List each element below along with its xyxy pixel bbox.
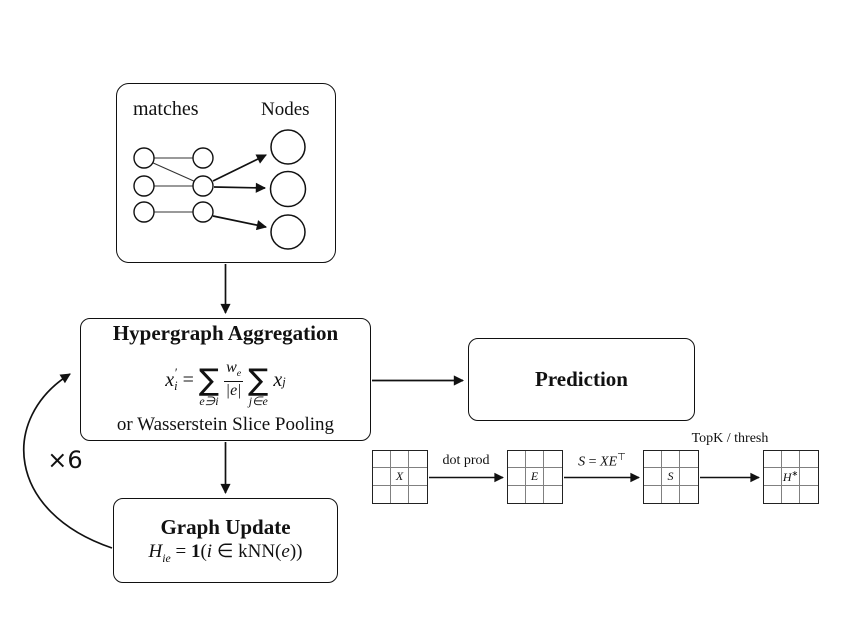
graph-update-content: Graph Update Hie = 1(i ∈ kNN(e)) bbox=[113, 498, 338, 583]
hypergraph-box-content: Hypergraph Aggregation x′i = ∑ e∋i we |e… bbox=[80, 318, 371, 441]
frac-num-var: w bbox=[226, 359, 237, 377]
sum-over-members: ∑ bbox=[248, 363, 269, 399]
hypergraph-title: Hypergraph Aggregation bbox=[112, 321, 339, 345]
prediction-box bbox=[468, 338, 695, 421]
matrix-h-star: H∗ bbox=[763, 450, 819, 504]
graph-update-formula: Hie = 1(i ∈ kNN(e)) bbox=[149, 540, 303, 566]
topk-thresh-label: TopK / thresh bbox=[691, 431, 769, 446]
matrix-h-star-label: H∗ bbox=[782, 468, 799, 484]
gu-open-paren: ( bbox=[200, 541, 207, 563]
h-var: H bbox=[148, 541, 163, 563]
gu-equals: = bbox=[170, 541, 191, 563]
formula-prime: ′ bbox=[174, 366, 177, 381]
s-equals-xe-label: S = XE⊤ bbox=[578, 452, 626, 470]
matrix-s: S bbox=[643, 450, 699, 504]
matrix-x: X bbox=[372, 450, 428, 504]
matrix-x-label: X bbox=[395, 469, 404, 484]
gu-i-var: i bbox=[206, 541, 213, 563]
h-sub: ie bbox=[162, 551, 171, 565]
frac-den: |e| bbox=[225, 382, 242, 400]
matrix-e-label: E bbox=[530, 469, 539, 484]
sum-over-edges: ∑ bbox=[198, 363, 220, 399]
matrix-s-label: S bbox=[667, 469, 674, 484]
matches-label: matches bbox=[133, 98, 199, 120]
gu-e-var: e bbox=[281, 541, 290, 563]
dot-prod-label: dot prod bbox=[442, 453, 490, 468]
formula-rhs-var: x bbox=[273, 368, 283, 391]
formula-lhs-sub: i bbox=[174, 379, 178, 394]
loop-count-label: ×6 bbox=[47, 446, 83, 474]
hypergraph-aggregation-box bbox=[80, 318, 371, 441]
formula-lhs-var: x bbox=[165, 368, 175, 391]
sum2-subscript: j∈e bbox=[248, 394, 268, 409]
indicator-one: 1 bbox=[190, 541, 201, 563]
wasserstein-alt-label: or Wasserstein Slice Pooling bbox=[116, 414, 335, 436]
formula-equals: = bbox=[182, 368, 194, 391]
matrix-e: E bbox=[507, 450, 563, 504]
graph-update-title: Graph Update bbox=[160, 515, 291, 540]
nodes-label: Nodes bbox=[261, 99, 310, 120]
gu-close-parens: )) bbox=[289, 541, 303, 563]
sum1-subscript: e∋i bbox=[199, 394, 219, 409]
prediction-title: Prediction bbox=[535, 367, 628, 392]
weight-fraction: we |e| bbox=[224, 359, 244, 400]
frac-num-sub: e bbox=[236, 368, 242, 380]
gu-in-knn: ∈ kNN( bbox=[212, 541, 282, 563]
graph-update-box bbox=[113, 498, 338, 583]
formula-rhs-sub: j bbox=[282, 374, 286, 389]
